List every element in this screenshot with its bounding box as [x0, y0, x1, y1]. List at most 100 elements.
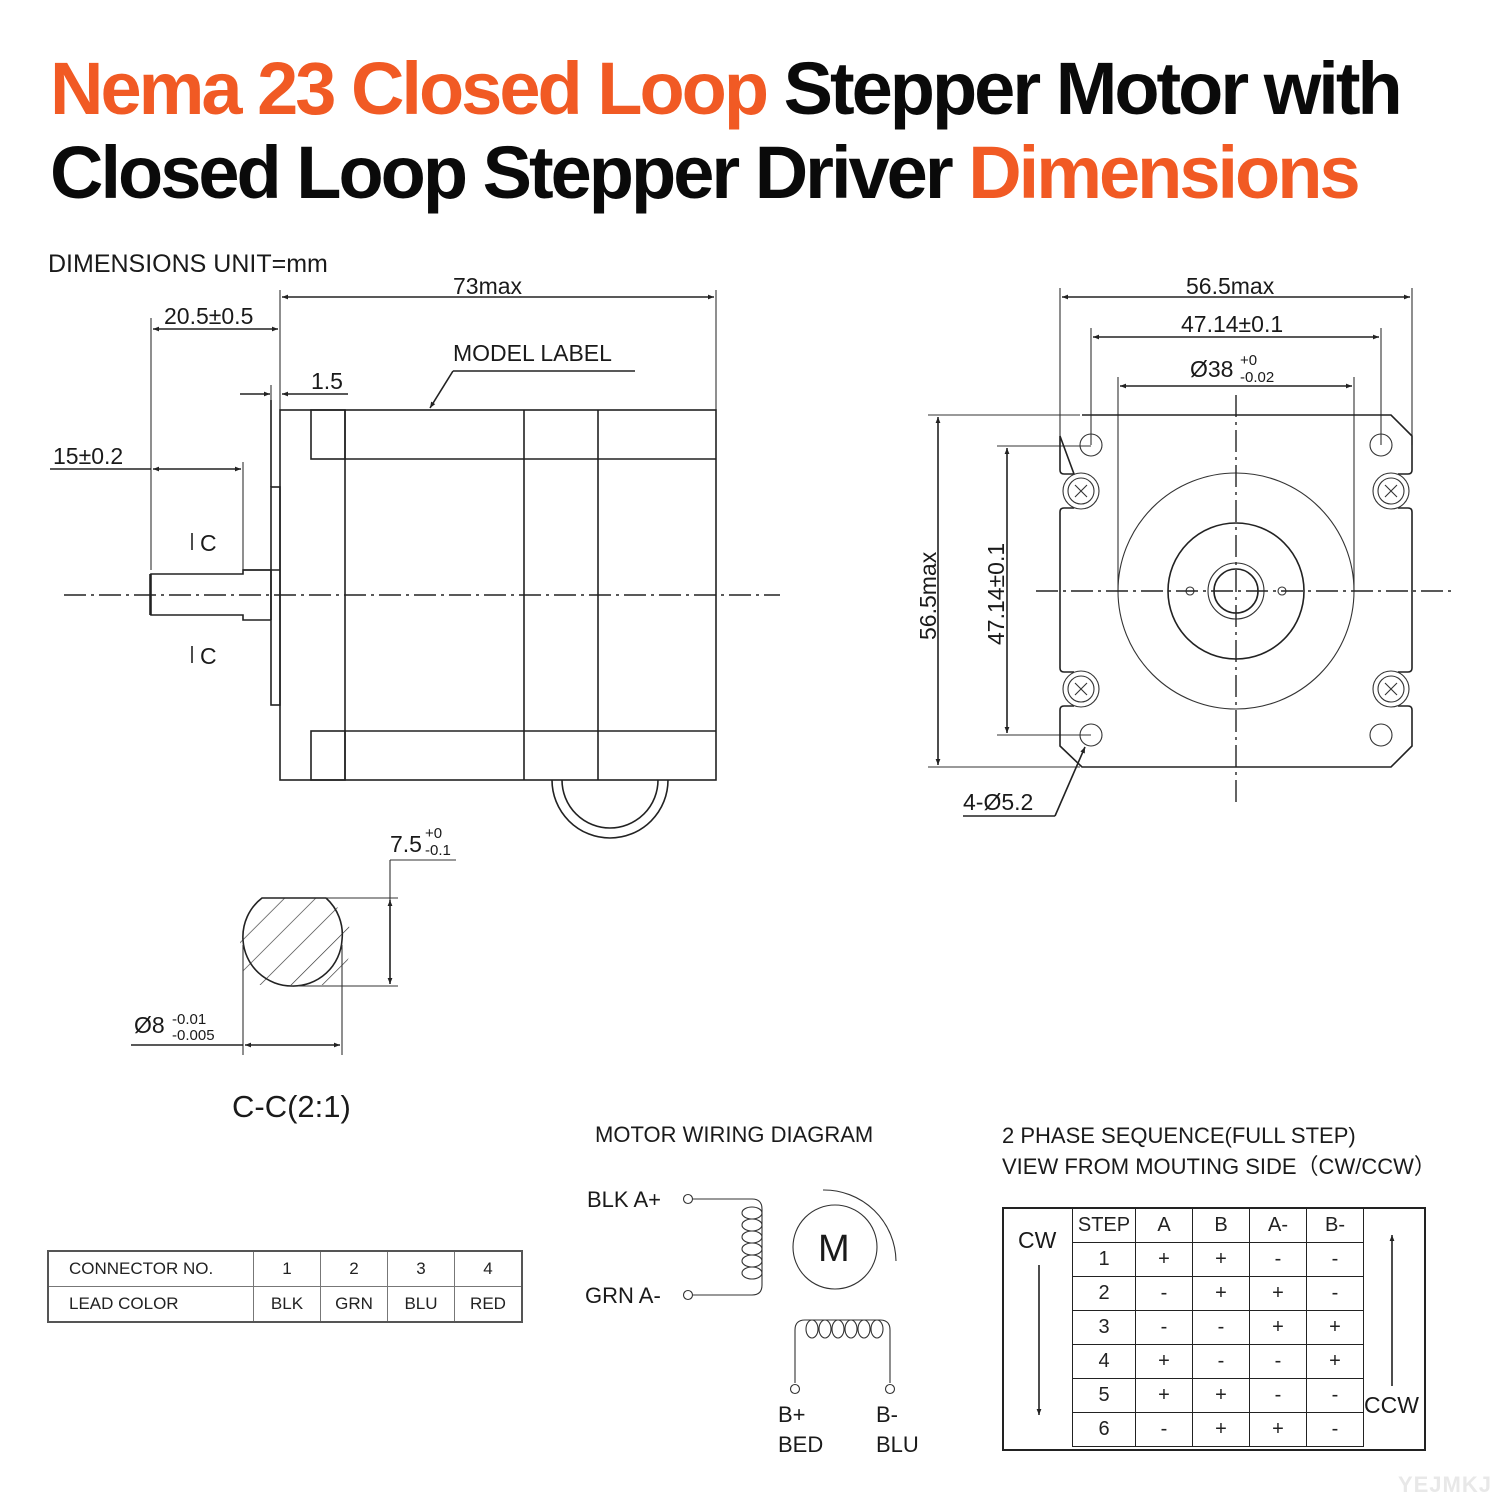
dim-front-width: 56.5max [1186, 273, 1275, 299]
table-cell: 5 [1072, 1378, 1136, 1413]
dim-shaft-length: 20.5±0.5 [164, 303, 253, 329]
dim-shaft-tol-lower: -0.005 [172, 1027, 215, 1044]
table-cell: 2 [320, 1250, 388, 1287]
table-cell: - [1249, 1242, 1307, 1277]
table-row: CONNECTOR NO. 1 2 3 4 [47, 1250, 523, 1287]
wire-b-minus-color: BLU [876, 1432, 919, 1457]
table-cell: - [1306, 1242, 1364, 1277]
column-header: B- [1306, 1208, 1364, 1243]
dim-flat-tol-lower: -0.1 [425, 842, 451, 859]
table-row: 1 + + - - [1072, 1242, 1364, 1277]
table-cell: - [1249, 1378, 1307, 1413]
table-cell: + [1135, 1344, 1193, 1379]
table-cell: 2 [1072, 1276, 1136, 1311]
dim-hole-spacing: 47.14±0.1 [1181, 311, 1283, 337]
table-cell: + [1192, 1242, 1250, 1277]
table-cell: 6 [1072, 1412, 1136, 1447]
page-title-line-1: Nema 23 Closed Loop Stepper Motor with [50, 52, 1403, 126]
dim-overall-length: 73max [453, 273, 523, 299]
section-marker-top: C [200, 530, 217, 556]
ccw-label: CCW [1364, 1392, 1419, 1418]
title-dark-text: Closed Loop Stepper Driver [50, 131, 969, 214]
wiring-diagram: MOTOR WIRING DIAGRAM BLK A+ GRN A- M B+ [585, 1122, 919, 1457]
front-view: 56.5max 47.14±0.1 Ø38 +0 -0.02 56.5max 4… [915, 273, 1452, 817]
table-cell: 4 [454, 1250, 523, 1287]
table-cell: GRN [320, 1286, 388, 1323]
table-cell: + [1249, 1412, 1307, 1447]
title-accent-text: Dimensions [968, 131, 1360, 214]
table-cell: + [1192, 1276, 1250, 1311]
terminal-b-minus [884, 1383, 896, 1395]
table-row: 4 + - - + [1072, 1344, 1364, 1379]
table-cell: BLU [387, 1286, 455, 1323]
motor-icon [792, 1204, 878, 1290]
wire-b-plus-label: B+ [778, 1402, 806, 1427]
title-dark-text: Stepper Motor with [766, 47, 1403, 130]
dim-shaft-dia: Ø8 [134, 1012, 165, 1038]
table-cell: - [1306, 1276, 1364, 1311]
dim-hole-spacing-vertical: 47.14±0.1 [983, 543, 1009, 645]
screw-icon [1062, 670, 1100, 708]
dim-mount-holes: 4-Ø5.2 [963, 789, 1033, 815]
table-header-row: STEP A B A- B- [1072, 1208, 1364, 1243]
side-view: 73max 20.5±0.5 1.5 15±0.2 MODEL LABEL [50, 273, 780, 839]
column-header: STEP [1072, 1208, 1136, 1243]
table-cell: + [1192, 1378, 1250, 1413]
screw-icon [1062, 472, 1100, 510]
model-label-callout: MODEL LABEL [453, 340, 612, 366]
table-cell: - [1135, 1276, 1193, 1311]
table-row: 5 + + - - [1072, 1378, 1364, 1413]
watermark: YEJMKJ [1397, 1472, 1492, 1497]
wire-a-plus-label: BLK A+ [587, 1187, 661, 1212]
table-cell: - [1306, 1412, 1364, 1447]
table-cell: 1 [1072, 1242, 1136, 1277]
table-cell: - [1135, 1412, 1193, 1447]
dim-front-height: 56.5max [915, 551, 941, 640]
column-header: B [1192, 1208, 1250, 1243]
table-cell: 4 [1072, 1344, 1136, 1379]
wire-b-minus-label: B- [876, 1402, 898, 1427]
table-cell: 3 [1072, 1310, 1136, 1345]
row-header: CONNECTOR NO. [47, 1250, 254, 1287]
table-cell: + [1306, 1310, 1364, 1345]
column-header: A- [1249, 1208, 1307, 1243]
table-row: LEAD COLOR BLK GRN BLU RED [47, 1286, 523, 1323]
page-title-line-2: Closed Loop Stepper Driver Dimensions [50, 136, 1361, 210]
dim-shaft-tol-upper: -0.01 [172, 1011, 206, 1028]
table-cell: 3 [387, 1250, 455, 1287]
units-label: DIMENSIONS UNIT=mm [48, 250, 328, 278]
section-marker-bottom: C [200, 643, 217, 669]
table-cell: + [1249, 1310, 1307, 1345]
rotation-arc-icon [822, 1189, 897, 1262]
terminal-a-minus [682, 1289, 694, 1301]
dim-pilot-diameter: Ø38 [1190, 356, 1233, 382]
table-cell: - [1249, 1344, 1307, 1379]
table-cell: - [1306, 1378, 1364, 1413]
title-accent-text: Nema 23 Closed Loop [50, 47, 769, 130]
dim-flange-thickness: 1.5 [311, 368, 343, 394]
coil-b-icon [805, 1319, 884, 1339]
section-view: 7.5 +0 -0.1 Ø8 -0.01 -0.005 C-C(2:1) [131, 825, 456, 1124]
table-cell: - [1192, 1310, 1250, 1345]
dim-flat-length: 15±0.2 [53, 443, 123, 469]
section-caption: C-C(2:1) [232, 1089, 351, 1124]
screw-icon [1372, 472, 1410, 510]
table-cell: 1 [253, 1250, 321, 1287]
dim-pilot-tol-lower: -0.02 [1240, 369, 1274, 386]
connector-table: CONNECTOR NO. 1 2 3 4 LEAD COLOR BLK GRN… [47, 1250, 523, 1323]
screw-icon [1372, 670, 1410, 708]
motor-symbol: M [818, 1228, 850, 1270]
dim-pilot-tol-upper: +0 [1240, 352, 1257, 369]
wire-a-minus-label: GRN A- [585, 1283, 661, 1308]
cw-label: CW [1018, 1227, 1057, 1253]
coil-a-icon [741, 1206, 763, 1280]
dim-flat-tol-upper: +0 [425, 825, 442, 842]
table-cell: + [1192, 1412, 1250, 1447]
sequence-table: STEP A B A- B- 1 + + - - 2 - + + - 3 - -… [1072, 1208, 1364, 1447]
dim-flat: 7.5 [390, 831, 422, 857]
table-row: 2 - + + - [1072, 1276, 1364, 1311]
terminal-b-plus [789, 1383, 801, 1395]
sequence-title-line-1: 2 PHASE SEQUENCE(FULL STEP) [1002, 1123, 1356, 1148]
table-cell: - [1192, 1344, 1250, 1379]
